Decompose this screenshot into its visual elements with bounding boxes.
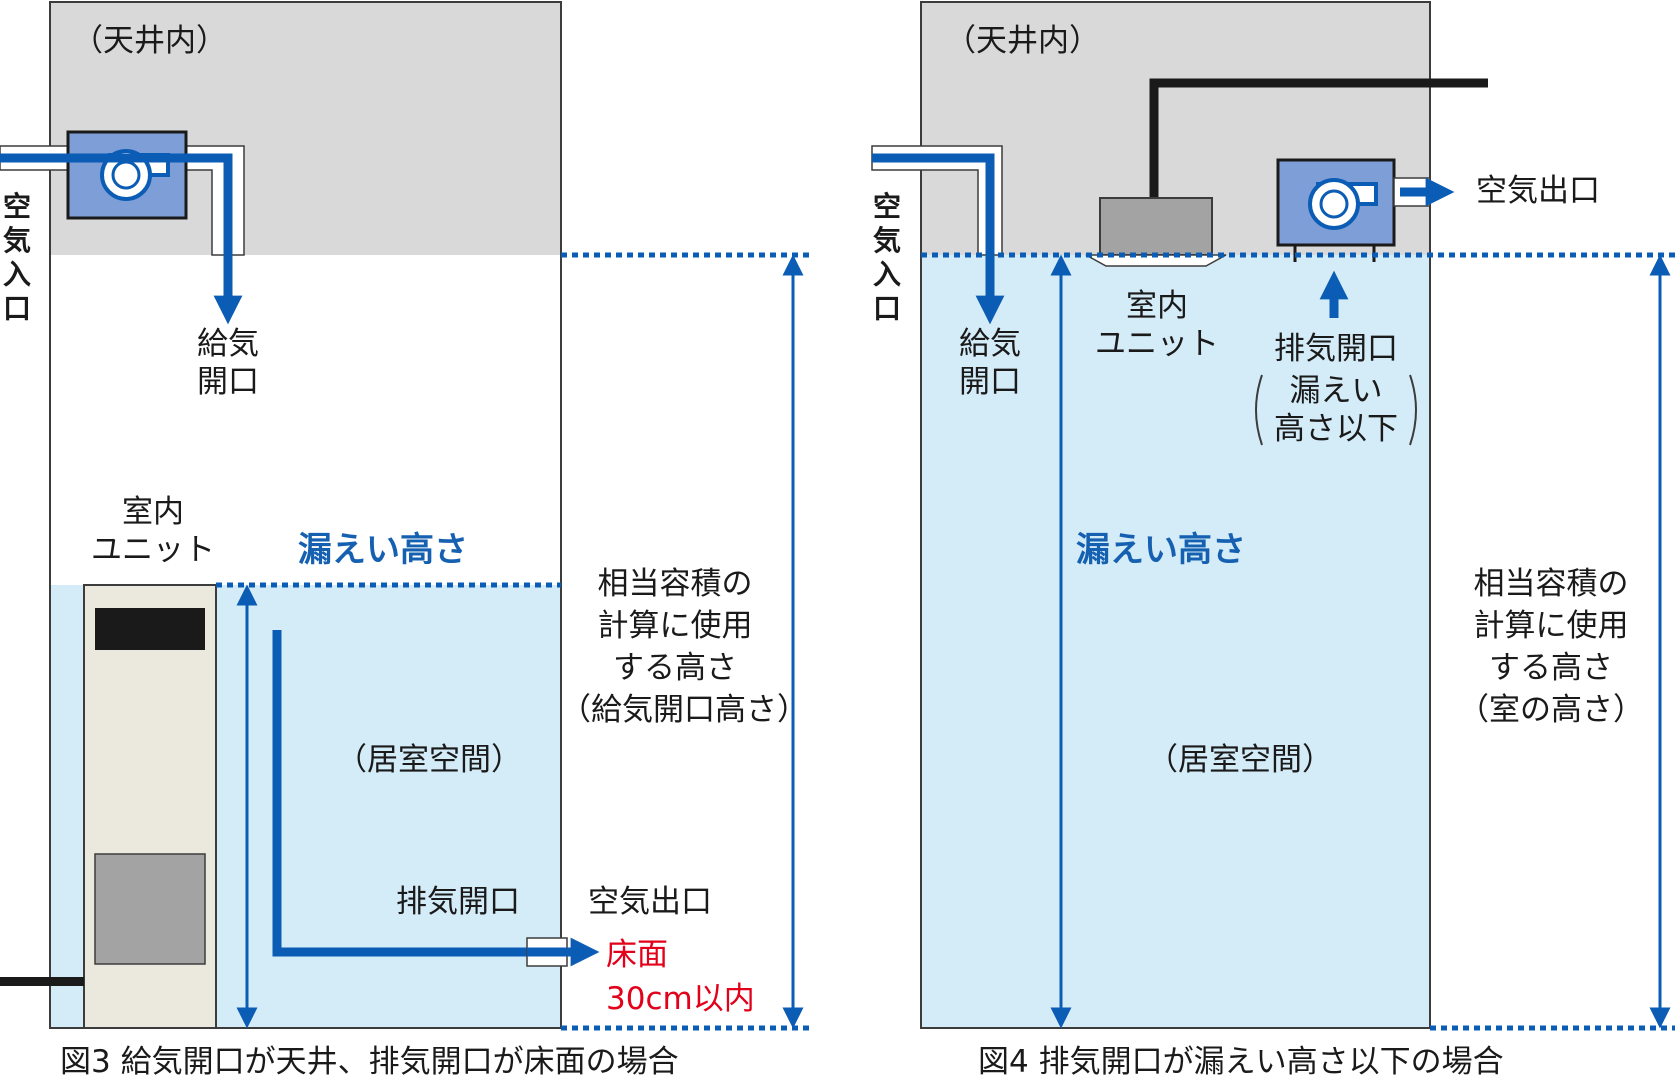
fig4-indoor-unit-label: 室内 ユニット [1095,288,1219,362]
fig4-room-space-label: （居室空間） [1147,742,1333,778]
fig3-exhaust-airflow-arrow [272,630,560,957]
fig4-supply-airflow-arrow [872,153,1005,325]
fig3-indoor-unit-label: 室内 ユニット [91,494,215,568]
fig3-caption: 図3 給気開口が天井、排気開口が床面の場合 [60,1044,679,1080]
fig4-room-area [921,255,1430,1028]
fig4-ceiling-label: （天井内） [945,23,1100,59]
fig3-supply-opening-label: 給気 開口 [197,326,259,400]
fig4-calc-height-label: 相当容積の 計算に使用 する高さ （室の高さ） [1458,566,1644,728]
fan-icon [1308,178,1378,230]
fig4-caption: 図4 排気開口が漏えい高さ以下の場合 [978,1044,1504,1080]
fig4-air-outlet-label: 空気出口 [1476,173,1600,209]
fig3-refrigerant-pipe [0,977,84,986]
fig4-diagram [871,1,1675,1031]
fig3-room-space-label: （居室空間） [336,742,522,778]
fig3-air-inlet-label: 空気入口 [2,190,31,325]
fig3-calc-height-label: 相当容積の 計算に使用 する高さ （給気開口高さ） [560,566,808,728]
fig4-exhaust-opening-label: 排気開口 [1274,331,1398,367]
fig3-diagram [0,1,810,1031]
fig4-refrigerant-pipe [1149,78,1488,198]
fig3-exhaust-opening-label: 排気開口 [396,884,520,920]
fig3-room-outline [49,1,562,1029]
fig3-floor-note: 床面 30cm以内 [606,937,755,1017]
fig3-supply-airflow-arrow [0,153,243,325]
fig3-unit-grille [94,853,206,965]
fig3-air-outlet-label: 空気出口 [588,884,712,920]
fig3-ceiling-label: （天井内） [72,23,227,59]
fig4-room-outline [920,1,1431,1029]
fig4-indoor-unit [1099,197,1213,256]
fig4-note-bracket-left [1255,374,1263,446]
fig4-leak-height-label: 漏えい高さ [1076,530,1246,570]
fig4-note-bracket-right [1409,374,1417,446]
fan-icon [100,149,170,201]
fig4-air-inlet-label: 空気入口 [872,190,901,325]
fig3-leak-height-label: 漏えい高さ [298,530,468,570]
fig4-exhaust-note: 漏えい 高さ以下 [1274,373,1398,447]
fig3-unit-display [95,608,205,650]
fig4-supply-opening-label: 給気 開口 [959,326,1021,400]
